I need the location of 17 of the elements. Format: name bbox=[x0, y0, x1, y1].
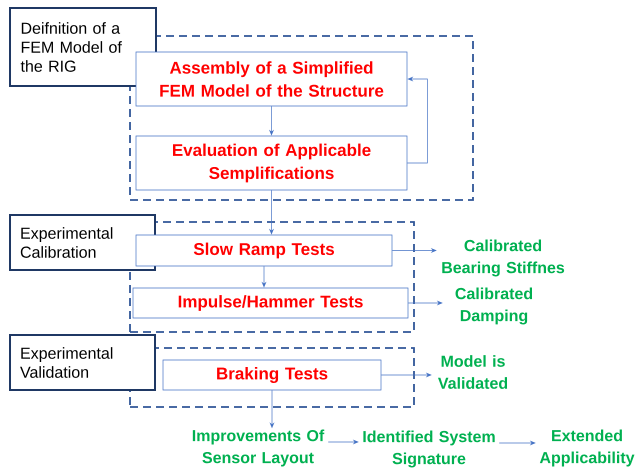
result-text: Model is Validated bbox=[438, 355, 508, 389]
result-text: Extended Applicability bbox=[540, 430, 634, 466]
stage-label-box: Experimental Calibration bbox=[9, 214, 156, 271]
process-box: Assembly of a Simplified FEM Model of the Structure bbox=[136, 52, 408, 106]
stage-label-box: Experimental Validation bbox=[9, 334, 156, 391]
result-text: Identified System Signature bbox=[363, 430, 495, 468]
process-box: Slow Ramp Tests bbox=[136, 234, 392, 266]
dashed-group-frame bbox=[129, 347, 415, 408]
result-text: Calibrated Bearing Stiffnes bbox=[442, 240, 564, 276]
dashed-group-frame bbox=[129, 221, 415, 333]
process-box: Impulse/Hammer Tests bbox=[132, 288, 408, 318]
dashed-group-frame bbox=[129, 35, 474, 201]
process-box: Evaluation of Applicable Semplifications bbox=[136, 136, 408, 190]
result-text: Calibrated Damping bbox=[456, 288, 532, 324]
result-text: Improvements Of Sensor Layout bbox=[192, 430, 324, 466]
process-box: Braking Tests bbox=[162, 360, 382, 390]
stage-label-box: Deifnition of a FEM Model of the RIG bbox=[9, 7, 157, 87]
